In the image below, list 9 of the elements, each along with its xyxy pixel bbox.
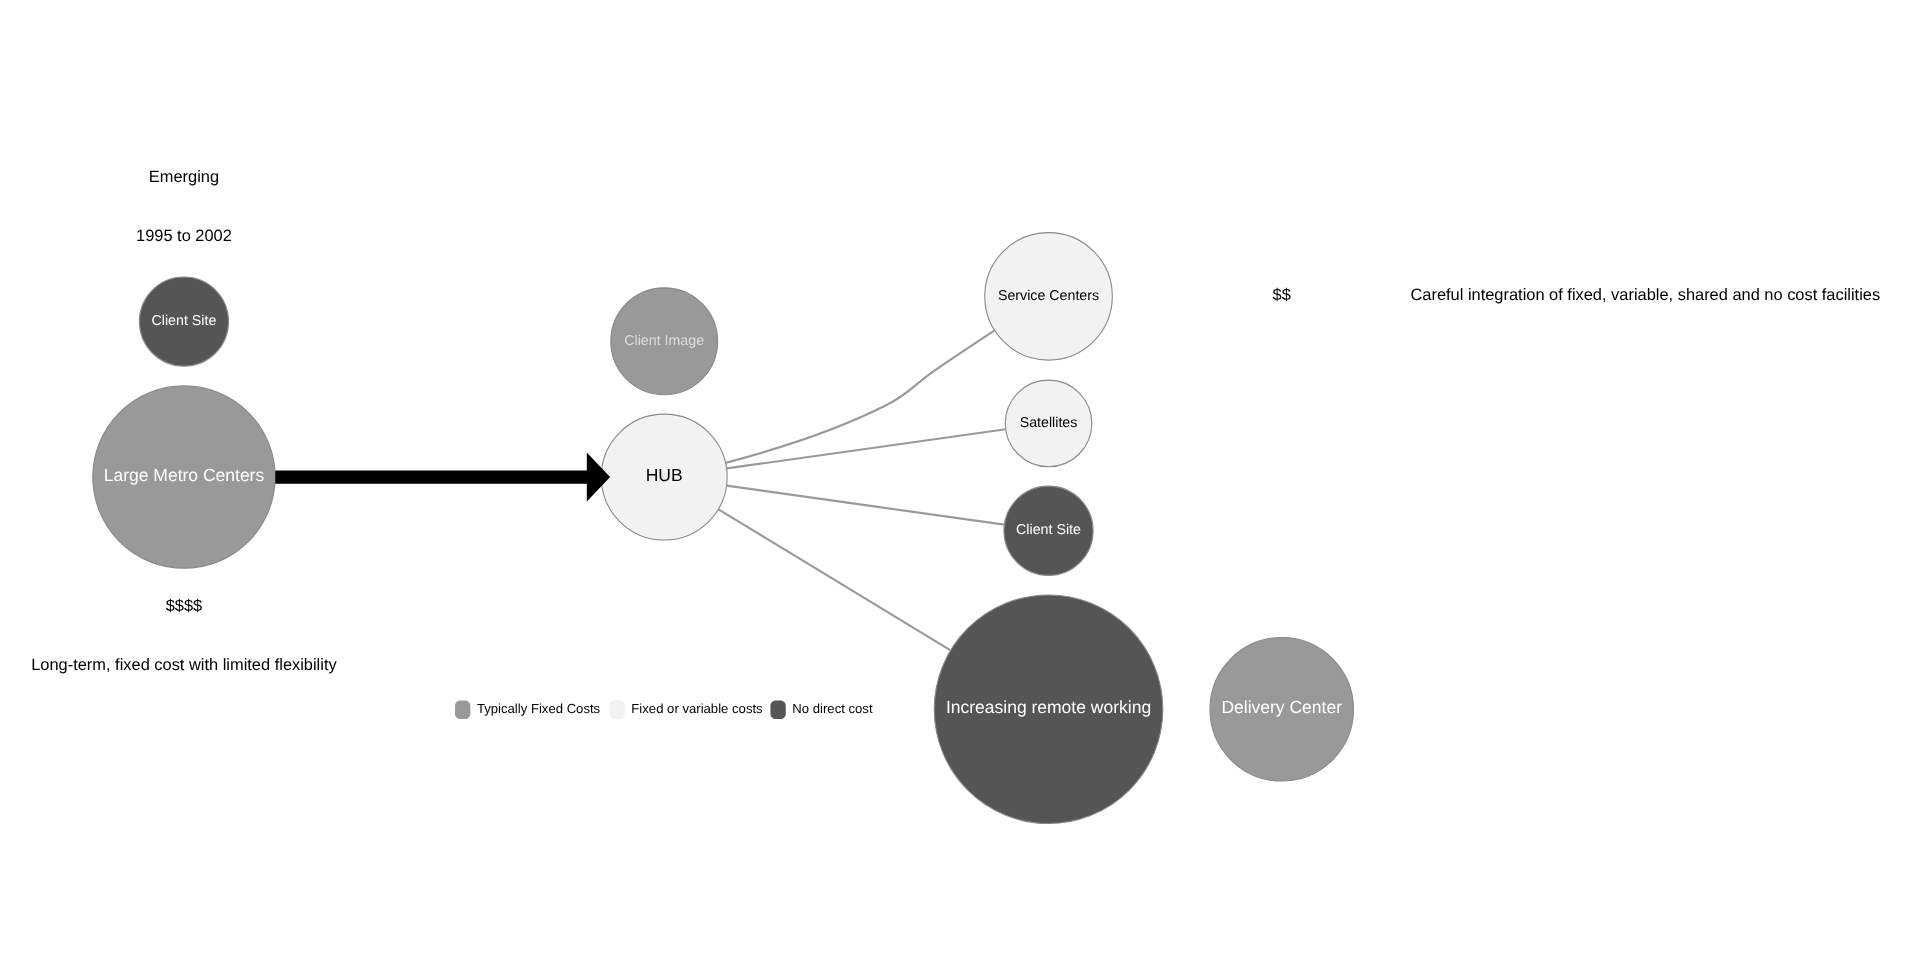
connector bbox=[725, 328, 996, 463]
connector bbox=[717, 507, 951, 651]
node-circle: Increasing remote working bbox=[933, 593, 1164, 824]
connector bbox=[726, 483, 1005, 525]
node-circle: Delivery Center bbox=[1209, 635, 1355, 781]
connector bbox=[726, 427, 1006, 469]
node-circle: HUB bbox=[600, 412, 728, 540]
arrow bbox=[275, 451, 611, 501]
node-circle: Large Metro Centers bbox=[92, 384, 276, 568]
